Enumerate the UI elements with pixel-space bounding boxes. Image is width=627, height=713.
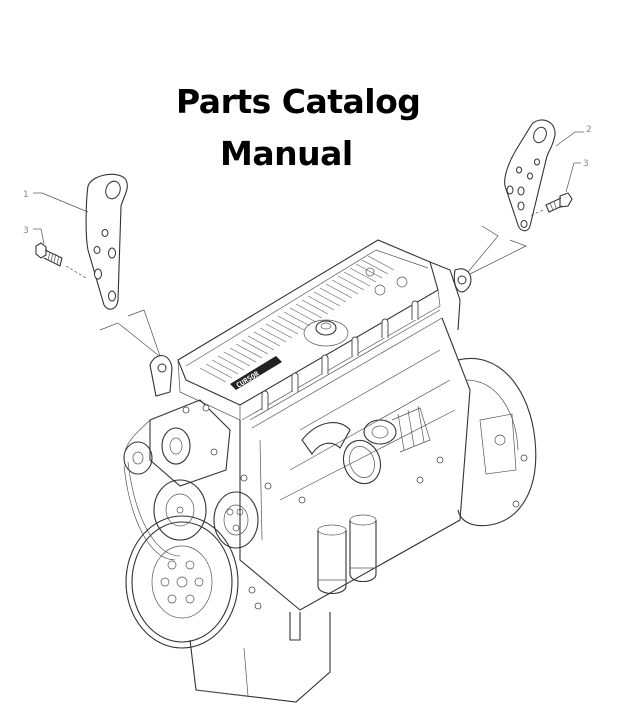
left-callouts: 1 3 — [23, 190, 89, 245]
oil-filters — [317, 514, 377, 595]
idler-pulley — [153, 479, 207, 541]
crankshaft-damper — [125, 515, 239, 649]
flywheel-housing — [457, 357, 537, 527]
left-lifting-bracket — [85, 173, 128, 310]
alternator — [149, 399, 231, 487]
callout-right-bolt: 3 — [583, 159, 589, 169]
right-callouts: 2 3 — [555, 125, 592, 193]
oil-filler-cap — [303, 319, 349, 347]
left-leader-lines — [99, 309, 161, 357]
page-title-line-2: Manual — [220, 134, 353, 173]
engine-body: CURSOR — [123, 239, 537, 703]
right-bracket-bolt — [529, 192, 573, 217]
callout-right-bracket: 2 — [586, 125, 592, 135]
belt-tensioner — [123, 441, 153, 475]
right-lifting-bracket — [504, 119, 556, 232]
callout-left-bracket: 1 — [23, 190, 29, 200]
right-leader-lines — [467, 225, 527, 275]
turbocharger — [342, 405, 431, 485]
water-pump-pulley — [213, 491, 259, 549]
oil-sump — [189, 612, 331, 703]
left-bracket-bolt — [35, 242, 87, 279]
callout-left-bolt: 3 — [23, 226, 29, 236]
logo-text: CURSOR — [235, 369, 261, 389]
page-title-line-1: Parts Catalog — [176, 82, 421, 121]
